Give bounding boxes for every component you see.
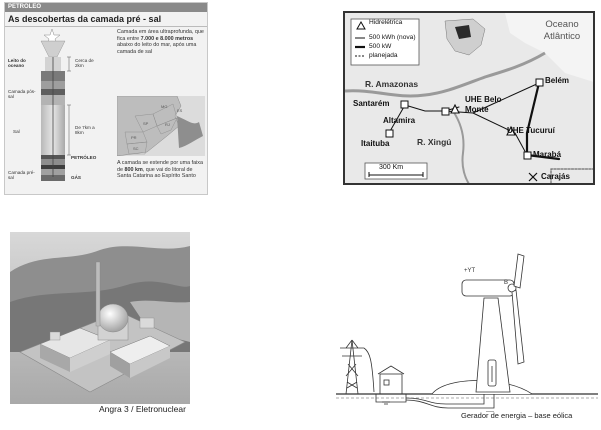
river-amazonas-label: R. Amazonas [365,79,419,89]
label-petroleo: PETRÓLEO [71,155,97,160]
altamira-marker [441,107,450,116]
platform-icon [40,28,66,58]
label-pos-sal: Camada pós-sal [8,89,36,100]
city-itaituba: Itaituba [361,139,390,148]
xingu-river [452,110,470,183]
city-santarem: Santarém [353,99,390,108]
label-de-7km: De 7km a 8km [75,125,95,136]
maraba-marker [523,151,532,160]
map-graphic [345,13,593,183]
city-altamira: Altamira [383,116,416,125]
divider [5,26,207,27]
legend-hydro: Hidrelétrica [369,19,403,26]
state-sp: SP [143,121,149,126]
label-cerca-2km: Cerca de 2km [75,58,94,69]
wind-generator-diagram: +YT B [336,252,598,412]
belem-marker [535,78,544,87]
presal-infographic: PETRÓLEO As descobertas da camada pré - … [4,2,208,195]
river-xingu-label: R. Xingú [417,137,452,147]
santarem-marker [400,100,409,109]
belo-monte-icon [450,103,460,114]
legend-existing: 500 kW [369,43,392,50]
wind-caption: Gerador de energia – base eólica [461,411,573,420]
geologic-column [40,28,71,181]
nuclear-plant-illustration [10,232,190,404]
city-carajas: Carajás [541,172,570,181]
state-mg: MG [161,104,167,109]
amazon-river [345,51,546,98]
state-rj: RJ [165,122,170,127]
tucurui-icon [506,125,516,136]
label-sea-bed: Leito do oceano [8,58,26,69]
itaituba-marker [385,129,394,138]
scale-label: 300 Km [379,164,404,171]
label-pre-sal: Camada pré-sal [8,170,35,181]
legend-planned: planejada [369,52,398,59]
amazon-energy-map: Hidrelétrica 500 kWh (nova) 500 kW plane… [343,11,595,185]
line-belem-tucurui [525,81,541,157]
angra-caption: Angra 3 / Eletronuclear [99,404,186,414]
legend-new-line: 500 kWh (nova) [369,34,416,41]
angra3-photo [10,232,190,404]
mini-map-southeast-brazil: MG SP RJ PR SC ES [117,96,205,156]
control-house [377,365,405,395]
description-top: Camada em área ultraprofunda, que fica e… [117,29,204,55]
state-pr: PR [131,135,137,140]
city-belo-monte: UHE Belo Monte [465,95,502,114]
transmission-tower-icon [340,339,364,395]
city-tucurui: UHE Tucuruí [507,126,555,135]
label-gas: GÁS [71,175,81,180]
hydro-legend-icon [356,20,366,30]
legend-box [350,18,420,66]
wind-turbine-illustration [336,253,598,412]
turbine-label-top: +YT [464,268,476,274]
section-tag: PETRÓLEO [5,3,207,12]
carajas-mine-icon [528,172,538,182]
city-belem: Belém [545,76,570,85]
state-es: ES [177,108,183,113]
city-maraba: Marabá [533,150,562,159]
turbine-label-side: B [504,280,509,286]
state-sc: SC [133,146,139,151]
infographic-title: As descobertas da camada pré - sal [8,14,162,24]
label-sal: Sal [13,129,20,134]
description-bottom: A camada se estende por uma faixa de 800… [117,160,204,180]
ocean-label: Oceano Atlântico [543,19,581,42]
